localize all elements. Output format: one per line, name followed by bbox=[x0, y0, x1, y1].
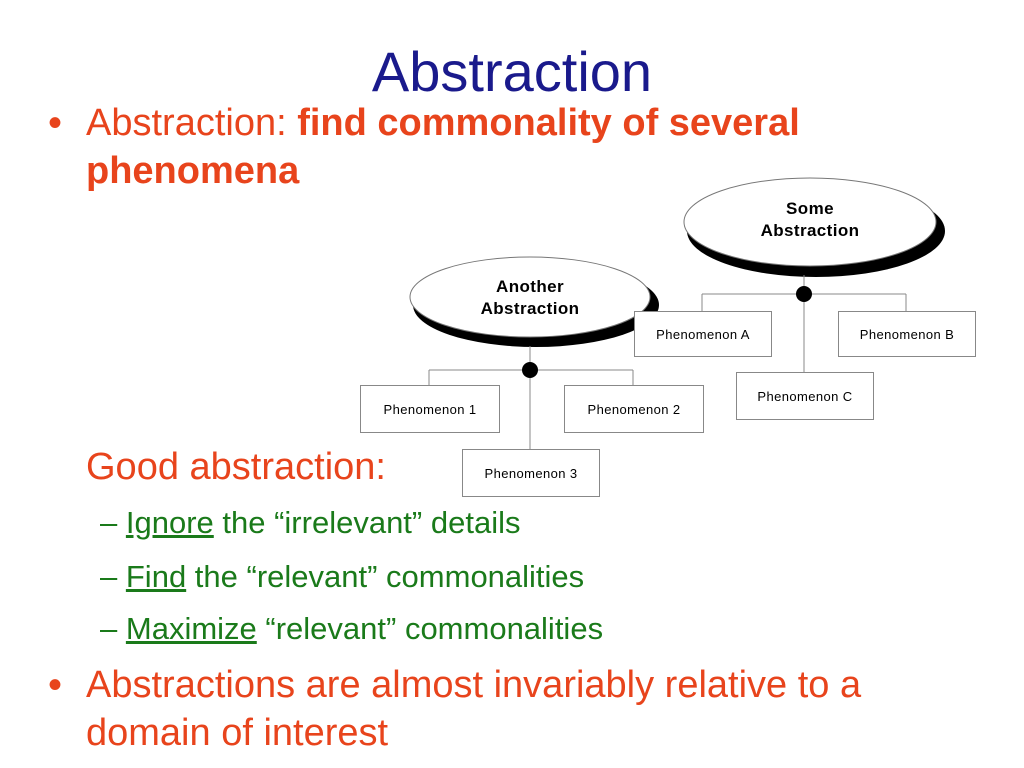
subitem-dash: – bbox=[100, 611, 118, 646]
subitem-find-rest: the “relevant” commonalities bbox=[186, 559, 585, 594]
subitem-maximize-keyword: Maximize bbox=[125, 611, 257, 646]
bullet-2-line1: Abstractions are almost invariably relat… bbox=[86, 664, 862, 706]
slide-title: Abstraction bbox=[371, 40, 653, 103]
phenomenon-2-box: Phenomenon 2 bbox=[564, 385, 704, 433]
another-abstraction-line2: Abstraction bbox=[480, 299, 580, 318]
subitem-dash: – bbox=[100, 505, 118, 540]
bullet-1-prefix: Abstraction: bbox=[86, 102, 298, 144]
some-abstraction-line1: Some bbox=[786, 199, 834, 218]
subitem-ignore: – Ignore the “irrelevant” details bbox=[100, 504, 520, 542]
phenomenon-b-box: Phenomenon B bbox=[838, 311, 976, 357]
bullet-1-bold-line2: phenomena bbox=[86, 150, 300, 192]
another-abstraction-line1: Another bbox=[496, 277, 564, 296]
bullet-marker: • bbox=[48, 663, 63, 707]
bullet-2-line2: domain of interest bbox=[86, 712, 389, 754]
bullet-1: Abstraction: find commonality of several bbox=[86, 100, 986, 146]
subitem-find-keyword: Find bbox=[125, 559, 187, 594]
phenomenon-3-box: Phenomenon 3 bbox=[462, 449, 600, 497]
some-abstraction-line2: Abstraction bbox=[760, 221, 860, 240]
phenomenon-a-box: Phenomenon A bbox=[634, 311, 772, 357]
subitem-dash: – bbox=[100, 559, 118, 594]
bullet-1-bold-line1: find commonality of several bbox=[297, 102, 800, 144]
some-abstraction-label: Some Abstraction bbox=[730, 198, 890, 242]
good-abstraction-heading: Good abstraction: bbox=[86, 446, 386, 488]
subitem-find: – Find the “relevant” commonalities bbox=[100, 558, 584, 596]
some-abstraction-ellipse bbox=[683, 177, 937, 267]
subitem-maximize-rest: “relevant” commonalities bbox=[256, 611, 604, 646]
left-junction-dot bbox=[522, 362, 538, 378]
subitem-ignore-keyword: Ignore bbox=[125, 505, 214, 540]
subitem-ignore-rest: the “irrelevant” details bbox=[213, 505, 521, 540]
right-junction-dot bbox=[796, 286, 812, 302]
phenomenon-1-box: Phenomenon 1 bbox=[360, 385, 500, 433]
another-abstraction-ellipse bbox=[409, 256, 651, 338]
phenomenon-c-box: Phenomenon C bbox=[736, 372, 874, 420]
another-abstraction-label: Another Abstraction bbox=[450, 276, 610, 320]
bullet-marker: • bbox=[48, 101, 63, 145]
subitem-maximize: – Maximize “relevant” commonalities bbox=[100, 610, 603, 648]
